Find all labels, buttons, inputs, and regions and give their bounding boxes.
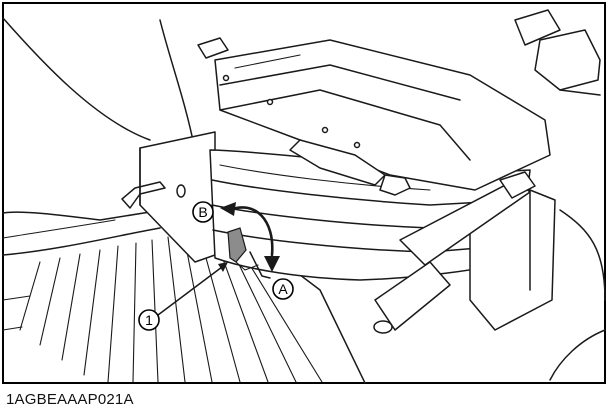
backrest xyxy=(197,9,601,96)
figure-frame xyxy=(2,2,606,384)
callout-direction-a-label: A xyxy=(278,281,288,297)
seat-cushion xyxy=(214,39,551,196)
background-fender xyxy=(2,17,196,151)
callout-part-1-label: 1 xyxy=(145,312,153,328)
handbrake-lever xyxy=(373,171,536,334)
figure-code: 1AGBEAAAP021A xyxy=(6,391,134,408)
part-1-leader xyxy=(157,262,228,316)
seat-adjust-lever xyxy=(227,227,271,279)
rotation-arrow xyxy=(220,202,280,272)
right-console xyxy=(469,189,606,381)
tool-hook xyxy=(121,181,166,209)
seat-base-box xyxy=(139,131,253,263)
callout-direction-a: A xyxy=(272,278,294,300)
callout-part-1: 1 xyxy=(138,309,160,331)
callout-direction-b-label: B xyxy=(198,204,207,220)
callout-direction-b: B xyxy=(192,201,214,223)
